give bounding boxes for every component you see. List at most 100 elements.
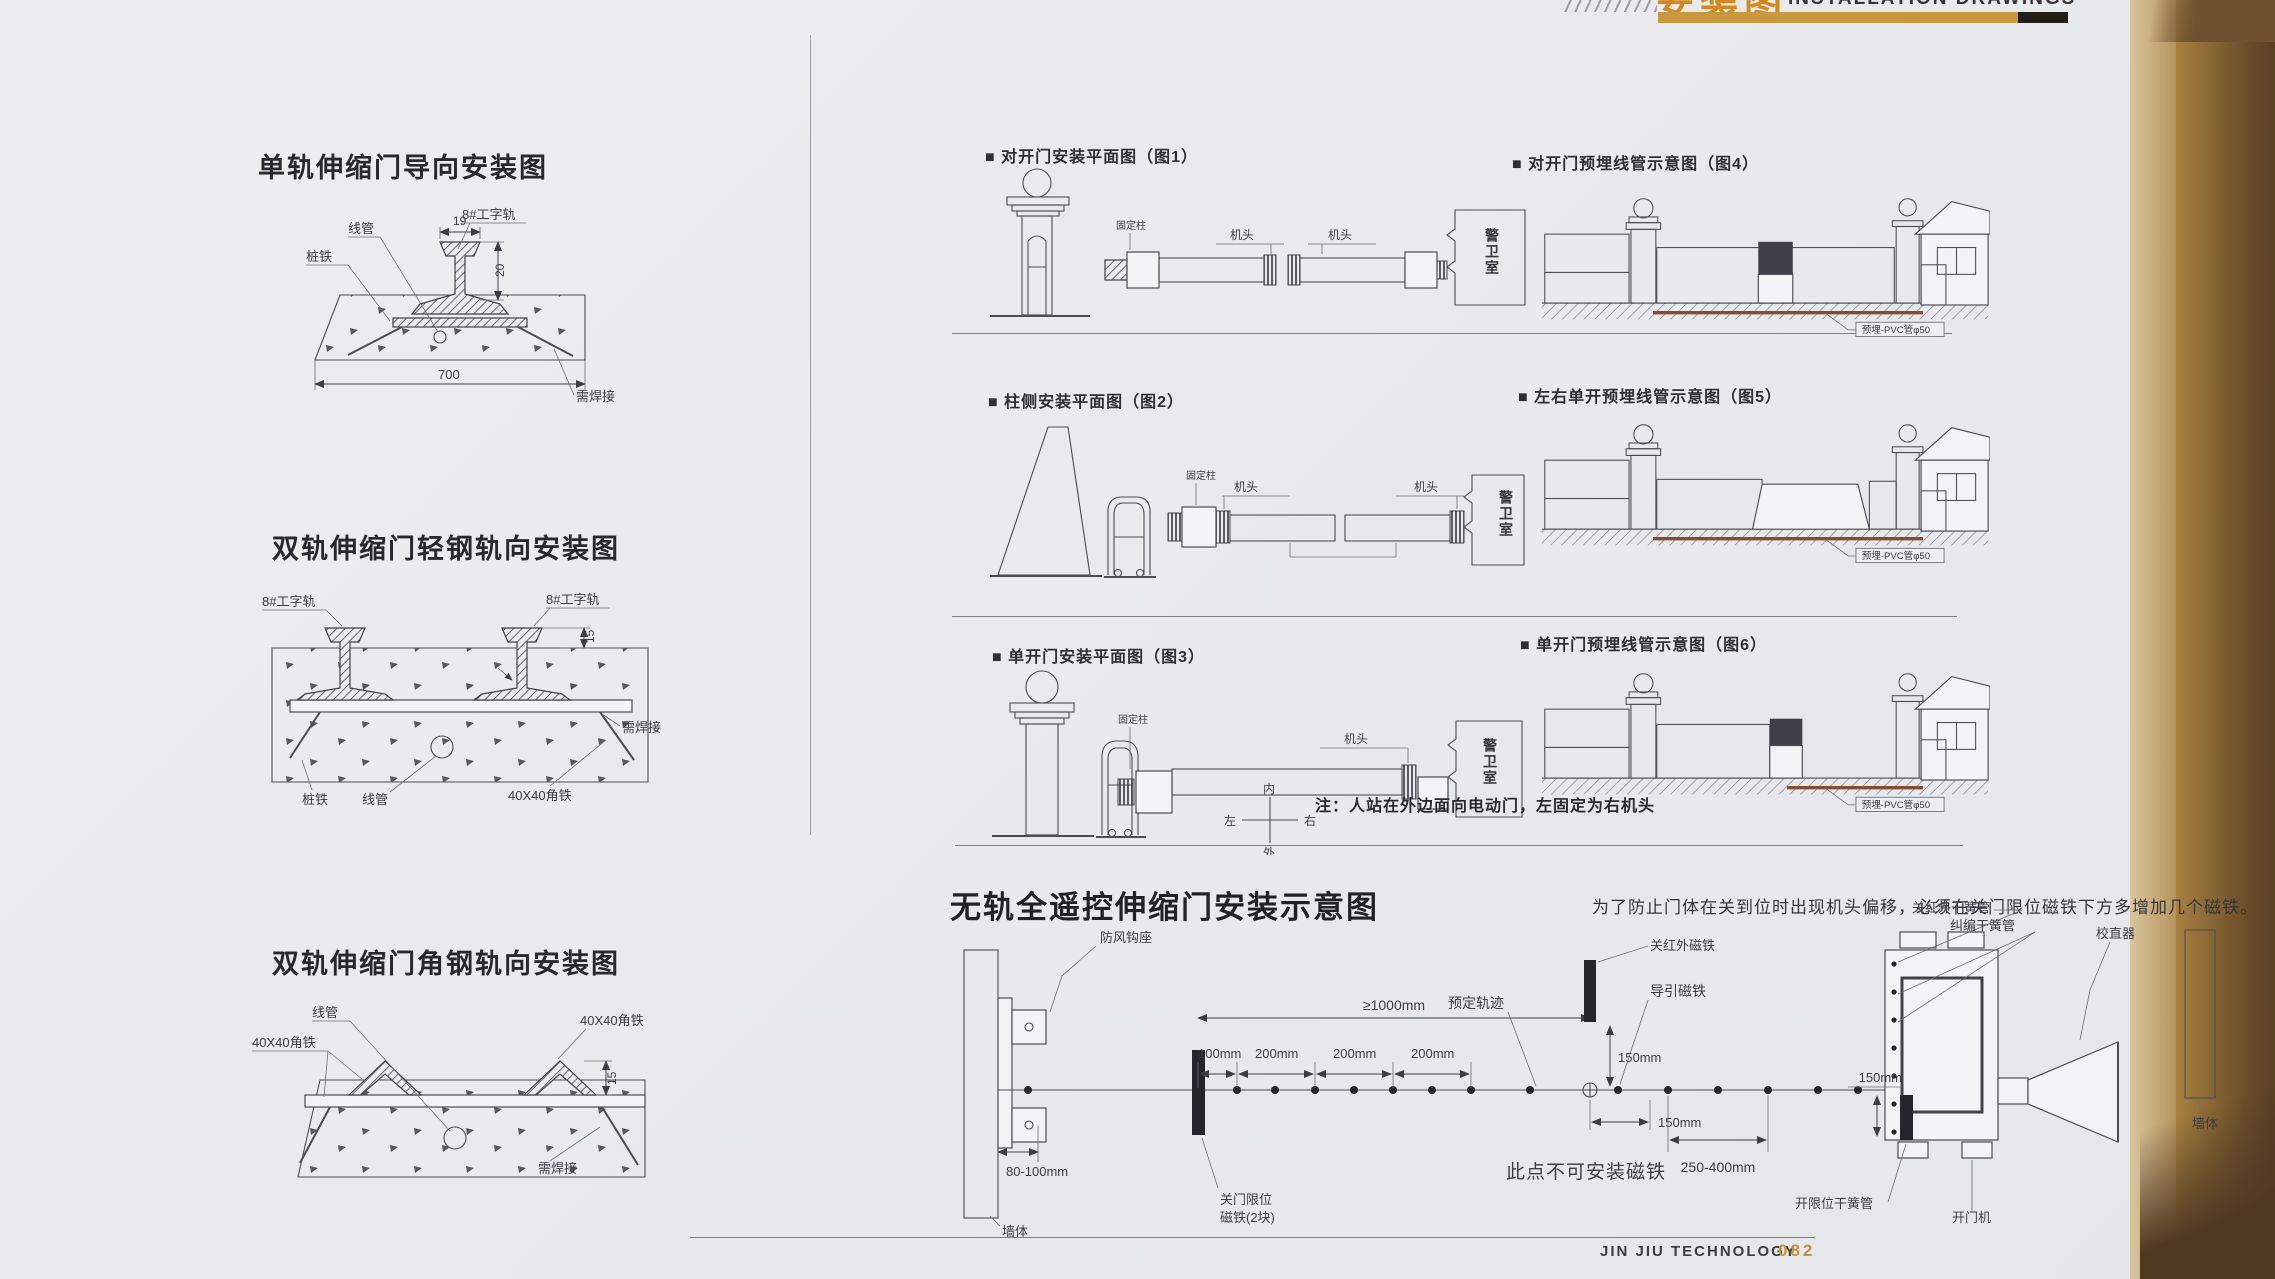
d3-angle-right xyxy=(522,1060,598,1096)
d2-stakes xyxy=(289,711,635,761)
fig5-title: ■ 左右单开预埋线管示意图（图5） xyxy=(1518,389,1783,406)
fig1-head-coil-right xyxy=(1287,254,1301,286)
fig1-plan-row xyxy=(1104,209,1526,306)
footer-page-number: 082 xyxy=(1778,1241,1816,1260)
svg-text:40X40角铁: 40X40角铁 xyxy=(508,788,572,803)
fig1-pillar-elevation xyxy=(990,168,1090,317)
svg-text:100mm: 100mm xyxy=(1198,1046,1241,1061)
d3-conduit-circle xyxy=(443,1126,467,1150)
d2-label-weld: 需焊接 xyxy=(601,713,661,735)
desk-corner-bottom xyxy=(2140,1080,2275,1279)
fig2-head-coil-right xyxy=(1449,510,1465,544)
svg-text:墙体: 墙体 xyxy=(1002,1224,1028,1239)
d3-label-conduit: 线管 xyxy=(312,1005,451,1132)
d2-rail-right xyxy=(472,627,572,701)
diagram1-single-rail: 19 20 700 线管 8#工字轨 桩铁 需焊接 xyxy=(306,207,615,404)
bd-aligner-horn xyxy=(1997,1041,2119,1143)
desk-corner-top xyxy=(2100,0,2275,42)
bottom-diagram-trackless-gate: 墙体 防风钩座 关门限位 磁铁(2块) 80-100mm xyxy=(963,900,2218,1239)
fig1-title: ■ 对开门安装平面图（图1） xyxy=(985,149,1199,166)
svg-text:预定轨迹: 预定轨迹 xyxy=(1448,995,1504,1011)
fig6-guard-house xyxy=(1913,675,1990,781)
svg-text:开限位干簧管: 开限位干簧管 xyxy=(1795,1196,1873,1211)
svg-text:15: 15 xyxy=(583,629,597,643)
svg-text:15: 15 xyxy=(605,1071,619,1085)
svg-text:40X40角铁: 40X40角铁 xyxy=(252,1035,316,1050)
fig4-elevation: 预埋-PVC管φ50 xyxy=(1541,198,1990,337)
svg-text:20: 20 xyxy=(493,263,507,277)
fig1-gate-right xyxy=(1299,257,1406,283)
svg-text:200mm: 200mm xyxy=(1411,1046,1454,1061)
svg-text:线管: 线管 xyxy=(362,792,388,807)
svg-text:需焊接: 需焊接 xyxy=(622,720,661,735)
svg-text:预埋-PVC管φ50: 预埋-PVC管φ50 xyxy=(1862,550,1930,562)
fig3-head-coil xyxy=(1401,764,1417,800)
fig6-pillar-left xyxy=(1625,673,1662,779)
d2-label-conduit: 线管 xyxy=(362,755,437,807)
svg-text:预埋-PVC管φ50: 预埋-PVC管φ50 xyxy=(1862,324,1930,336)
fig5-ramp xyxy=(1751,483,1871,530)
bd-right-wall xyxy=(2184,929,2216,1099)
fig2-plan: 固定柱 机头 机头 xyxy=(990,426,1525,578)
svg-text:校直器: 校直器 xyxy=(2096,926,2135,941)
svg-text:关红外干簧管: 关红外干簧管 xyxy=(1912,900,1990,915)
fig3-label-head: 机头 xyxy=(1320,732,1409,763)
fig2-under-bracket xyxy=(1289,543,1397,558)
fig2-gate-post xyxy=(1104,496,1156,578)
bd-label-rectify-reed: 纠编干簧管 xyxy=(1897,918,2036,1023)
svg-text:8#工字轨: 8#工字轨 xyxy=(262,594,315,609)
svg-text:线管: 线管 xyxy=(348,221,374,236)
bd-label-opener: 开门机 xyxy=(1952,1160,1991,1225)
fig3-pillar-elevation xyxy=(992,670,1094,837)
d1-rail-section xyxy=(410,241,510,315)
bd-no-magnet-point xyxy=(1582,1082,1598,1098)
fig6-gate-head-panel xyxy=(1769,718,1803,779)
svg-text:机头: 机头 xyxy=(1234,480,1258,494)
svg-text:19: 19 xyxy=(453,214,467,228)
fig2-title: ■ 柱侧安装平面图（图2） xyxy=(988,394,1185,411)
fig1-guard-room xyxy=(1446,209,1526,306)
fig1-guard-label: 警卫室 xyxy=(1484,228,1500,276)
svg-text:700: 700 xyxy=(438,367,460,382)
d1-label-stake: 桩铁 xyxy=(306,249,391,322)
svg-text:墙体: 墙体 xyxy=(2192,1116,2218,1131)
svg-text:150mm: 150mm xyxy=(1618,1050,1661,1065)
d3-label-angle-right: 40X40角铁 xyxy=(557,1013,644,1060)
bd-label-close-ir-reed: 关红外干簧管 xyxy=(1897,900,2023,963)
svg-text:左: 左 xyxy=(1224,813,1236,828)
d3-dim-height: 15 xyxy=(584,1060,619,1096)
svg-text:80-100mm: 80-100mm xyxy=(1006,1164,1068,1179)
fig1-label-post: 固定柱 xyxy=(1116,219,1146,250)
svg-text:机头: 机头 xyxy=(1344,732,1368,746)
bd-close-limit-magnet xyxy=(1192,1050,1205,1135)
bd-dim-spacing: 100mm 200mm 200mm 200mm xyxy=(1197,1046,1472,1088)
bd-open-limit-magnet: 150mm xyxy=(1848,1070,1913,1140)
fig2-label-head-left: 机头 xyxy=(1222,480,1290,509)
diagram1-title: 单轨伸缩门导向安装图 xyxy=(258,153,548,183)
svg-text:防风钩座: 防风钩座 xyxy=(1100,930,1152,945)
fig4-guard-house xyxy=(1913,200,1990,306)
svg-text:需焊接: 需焊接 xyxy=(538,1161,577,1176)
fig2-label-post: 固定柱 xyxy=(1186,469,1216,505)
svg-text:导引磁铁: 导引磁铁 xyxy=(1650,983,1706,999)
fig3-plan-row xyxy=(1117,720,1523,818)
d1-label-conduit: 线管 xyxy=(348,221,439,333)
footer-rule xyxy=(690,1237,1815,1238)
d2-label-angle: 40X40角铁 xyxy=(508,739,607,803)
svg-text:200mm: 200mm xyxy=(1333,1046,1376,1061)
diagram2-light-steel: 15 8#工字轨 8#工字轨 需焊接 桩铁 线管 40X40角铁 xyxy=(262,592,661,807)
fig2-gate-left xyxy=(1229,514,1336,542)
fig1-label-head-left: 机头 xyxy=(1216,228,1284,254)
svg-text:250-400mm: 250-400mm xyxy=(1681,1159,1756,1175)
bd-dim-80-100: 80-100mm xyxy=(997,1126,1068,1179)
d1-dim-base: 700 xyxy=(314,360,586,390)
bottom-note: 为了防止门体在关到位时出现机头偏移，必须在关门限位磁铁下方多增加几个磁铁。 xyxy=(1592,898,2258,917)
svg-text:需焊接: 需焊接 xyxy=(576,389,615,404)
bd-dim-250-400: 250-400mm xyxy=(1667,1096,1769,1175)
bd-dim-150-vertical: 150mm xyxy=(1606,1025,1661,1087)
footer-company: JIN JIU TECHNOLOGY xyxy=(1600,1243,1797,1260)
d1-stakes xyxy=(347,326,574,357)
fig5-pillar-left xyxy=(1625,424,1662,530)
svg-text:磁铁(2块): 磁铁(2块) xyxy=(1220,1210,1275,1225)
fig4-fence xyxy=(1544,233,1630,304)
